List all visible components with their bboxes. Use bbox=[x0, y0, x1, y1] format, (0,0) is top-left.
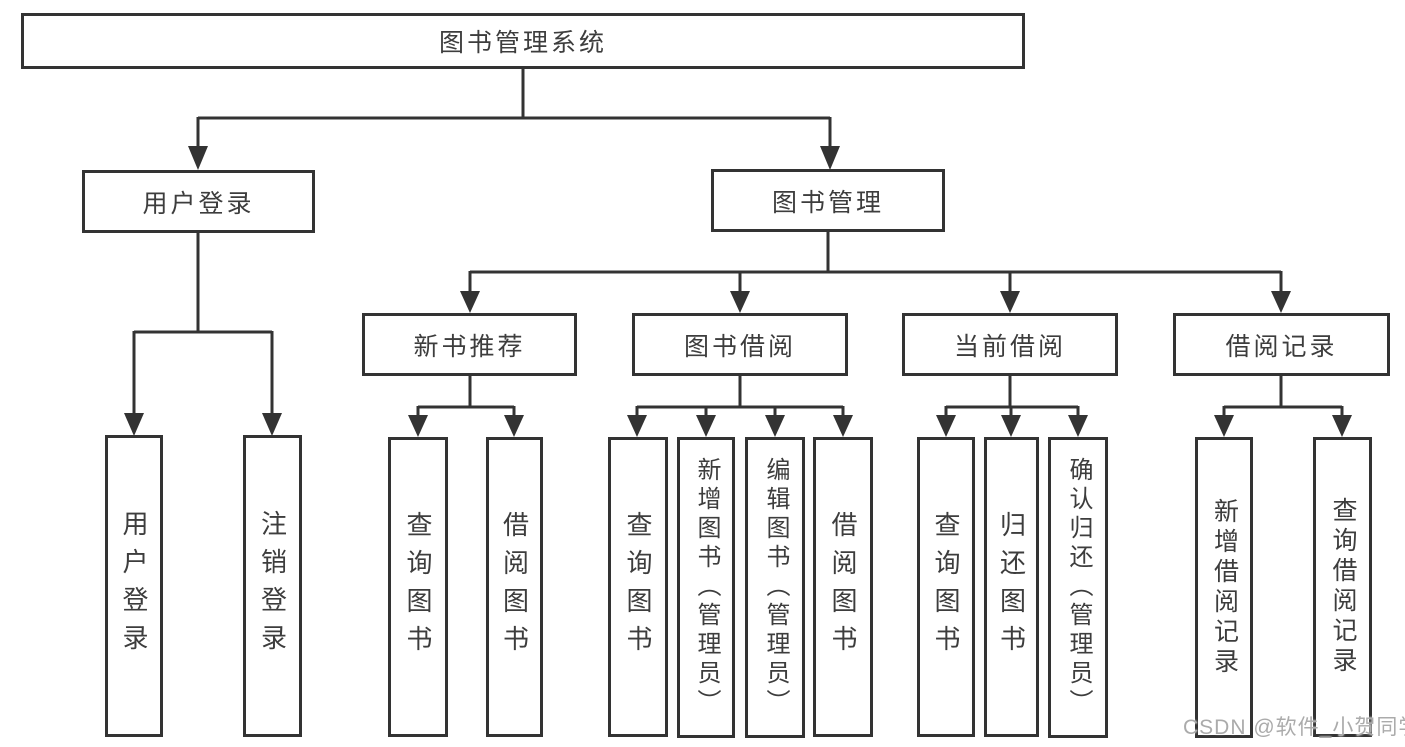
arrowhead bbox=[1214, 415, 1234, 437]
arrowhead bbox=[936, 415, 956, 437]
arrowhead bbox=[833, 415, 853, 437]
connector-book-borrowing bbox=[627, 375, 853, 437]
leaf-query-books-borrowing: 查询图书 bbox=[608, 437, 668, 737]
arrowhead bbox=[188, 146, 208, 170]
connector-borrow-records bbox=[1214, 375, 1352, 437]
node-root: 图书管理系统 bbox=[21, 13, 1025, 69]
leaf-borrow-books-borrowing: 借阅图书 bbox=[813, 437, 873, 737]
leaf-query-books-recommend: 查询图书 bbox=[388, 437, 448, 737]
arrowhead bbox=[1000, 291, 1020, 313]
connector-root bbox=[188, 69, 840, 170]
leaf-add-borrow-record: 新增借阅记录 bbox=[1195, 437, 1253, 738]
arrowhead bbox=[765, 415, 785, 437]
connector-book-management bbox=[460, 232, 1291, 313]
leaf-logout: 注销登录 bbox=[243, 435, 302, 737]
connector-current-borrowing bbox=[936, 375, 1088, 437]
leaf-add-books-admin: 新增图书（管理员） bbox=[677, 437, 735, 738]
node-current-borrowing: 当前借阅 bbox=[902, 313, 1118, 376]
leaf-borrow-books-recommend: 借阅图书 bbox=[486, 437, 543, 737]
arrowhead bbox=[696, 415, 716, 437]
leaf-return-books: 归还图书 bbox=[984, 437, 1039, 737]
arrowhead bbox=[460, 291, 480, 313]
arrowhead bbox=[1001, 415, 1021, 437]
leaf-user-login: 用户登录 bbox=[105, 435, 163, 737]
connector-new-book-recommend bbox=[408, 375, 524, 437]
leaf-confirm-return-admin: 确认归还（管理员） bbox=[1048, 437, 1108, 738]
leaf-edit-books-admin: 编辑图书（管理员） bbox=[745, 437, 805, 738]
arrowhead bbox=[408, 415, 428, 437]
node-book-management: 图书管理 bbox=[711, 169, 945, 232]
leaf-query-borrow-record: 查询借阅记录 bbox=[1313, 437, 1372, 737]
arrowhead bbox=[1271, 291, 1291, 313]
arrowhead bbox=[730, 291, 750, 313]
csdn-watermark: CSDN @软件_小贺同学 bbox=[1183, 716, 1405, 739]
arrowhead bbox=[820, 146, 840, 170]
node-book-borrowing: 图书借阅 bbox=[632, 313, 848, 376]
connector-user-login bbox=[124, 232, 282, 436]
node-user-login: 用户登录 bbox=[82, 170, 315, 233]
arrowhead bbox=[124, 413, 144, 436]
node-borrow-records: 借阅记录 bbox=[1173, 313, 1390, 376]
leaf-query-books-current: 查询图书 bbox=[917, 437, 975, 737]
arrowhead bbox=[504, 415, 524, 437]
arrowhead bbox=[627, 415, 647, 437]
arrowhead bbox=[262, 413, 282, 436]
arrowhead bbox=[1332, 415, 1352, 437]
node-new-book-recommend: 新书推荐 bbox=[362, 313, 577, 376]
arrowhead bbox=[1068, 415, 1088, 437]
